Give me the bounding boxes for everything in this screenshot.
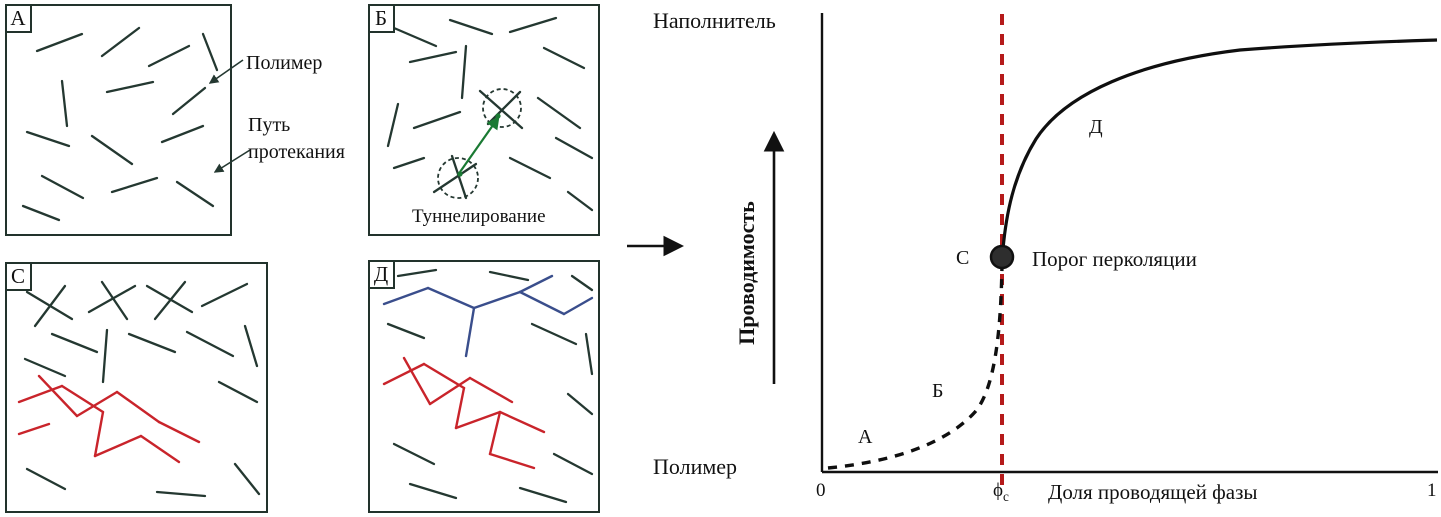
panel-a-stick-group xyxy=(21,26,219,222)
panel-d-blue-network xyxy=(382,274,594,358)
phi-symbol: ϕ xyxy=(993,480,1004,501)
panel-c-sticks xyxy=(17,280,261,498)
curve-label-b: Б xyxy=(932,380,944,402)
panel-b-sticks xyxy=(386,16,594,212)
graph-origin-label: Полимер xyxy=(653,454,738,479)
panel-d-black-sticks xyxy=(386,268,594,504)
x-tick-zero: 0 xyxy=(816,480,826,501)
percolation-path-callout-label: Путь протекания xyxy=(248,114,345,163)
curve-below-threshold xyxy=(827,264,1004,470)
panel-c-black-sticks xyxy=(23,280,261,498)
phi-subscript: c xyxy=(1003,488,1009,504)
panel-d: Д xyxy=(367,259,600,513)
polymer-callout-label: Полимер xyxy=(246,52,323,74)
x-tick-one: 1 xyxy=(1427,480,1437,501)
graph-x-axis-label: Доля проводящей фазы xyxy=(1048,480,1258,504)
graph-y-axis-label: Проводимость xyxy=(734,201,759,345)
tunneling-arrow xyxy=(457,113,501,177)
panel-a-letter: А xyxy=(4,3,32,33)
tunneling-label: Туннелирование xyxy=(412,206,546,227)
panel-d-red-network xyxy=(382,356,546,470)
curve-label-d: Д xyxy=(1089,116,1103,138)
panel-b-letter: Б xyxy=(367,3,395,33)
polymer-callout-line xyxy=(208,59,244,84)
panel-a: А xyxy=(4,3,232,236)
panel-a-sticks xyxy=(21,26,219,222)
threshold-point xyxy=(989,244,1015,270)
percolation-path-callout-line xyxy=(213,149,251,173)
panel-d-letter: Д xyxy=(367,259,395,289)
threshold-label: Порог перколяции xyxy=(1032,247,1197,271)
panel-c-letter: С xyxy=(4,261,32,291)
panel-c: С xyxy=(4,261,268,513)
curve-label-a: А xyxy=(858,426,873,448)
x-tick-phi-c: ϕc xyxy=(993,478,1009,506)
graph-top-label: Наполнитель xyxy=(653,8,776,33)
panel-c-red-network xyxy=(17,374,201,464)
tunneling-junction-circles xyxy=(437,88,522,199)
curve-above-threshold xyxy=(1001,38,1438,250)
panel-d-sticks xyxy=(382,268,594,504)
panel-b: Б xyxy=(367,3,600,236)
curve-label-c: С xyxy=(956,247,970,269)
